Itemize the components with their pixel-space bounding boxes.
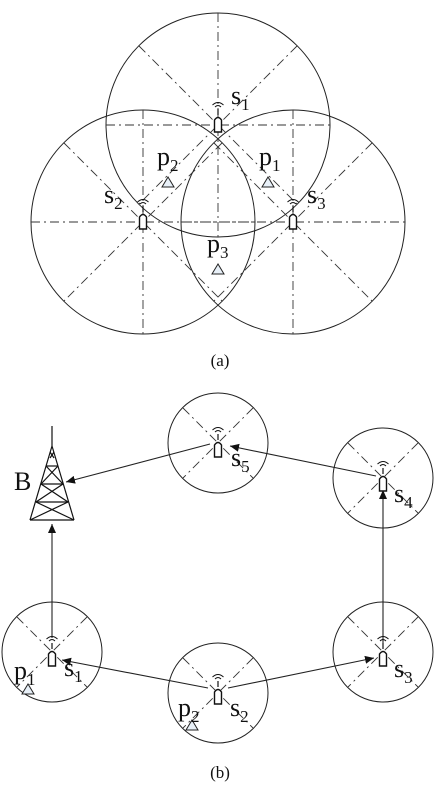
sector-lines-s1 xyxy=(16,616,88,688)
label-s1: s1 xyxy=(231,81,250,114)
sector-lines-s4 xyxy=(347,442,419,514)
sector-lines-s2 xyxy=(182,657,254,729)
caption-a: (a) xyxy=(211,351,230,370)
label-s5: s5 xyxy=(231,443,250,476)
link-s4-to-s5 xyxy=(229,443,377,477)
sector-lines-s5 xyxy=(182,407,254,479)
label-base-station: B xyxy=(14,467,31,496)
label-p1: p1 xyxy=(14,656,36,689)
label-s4: s4 xyxy=(394,479,413,512)
sensor-antenna-icon xyxy=(211,426,225,458)
target-point-triangle xyxy=(161,176,175,188)
label-p1: p1 xyxy=(259,142,281,175)
target-point-triangle xyxy=(261,176,275,188)
label-p3: p3 xyxy=(207,229,229,262)
label-s2: s2 xyxy=(230,693,249,726)
figure-a: s1 s2 s3 p1 p2 p3 (a) xyxy=(30,12,406,370)
base-station-tower-icon xyxy=(29,426,75,521)
link-s5-to-b xyxy=(65,443,211,484)
label-s2: s2 xyxy=(104,180,123,213)
link-s2-to-s1 xyxy=(61,657,209,689)
link-s2-to-s3 xyxy=(227,655,375,689)
label-s1: s1 xyxy=(64,653,83,686)
sector-lines-s3 xyxy=(347,616,419,688)
label-s3: s3 xyxy=(307,180,326,213)
coverage-circle-s5 xyxy=(167,392,269,494)
sensor-antenna-icon xyxy=(376,460,390,492)
sensor-antenna-icon xyxy=(45,635,59,667)
figure-b: B s5 s4 s1 s2 s3 p1 p2 (b) xyxy=(1,392,434,782)
caption-b: (b) xyxy=(210,763,230,782)
coverage-circle-s2 xyxy=(167,642,269,744)
target-point-triangle xyxy=(211,263,225,275)
target-point-triangle xyxy=(185,719,199,731)
label-p2: p2 xyxy=(178,693,200,726)
label-p2: p2 xyxy=(157,142,179,175)
target-point-triangle xyxy=(21,683,35,695)
label-s3: s3 xyxy=(394,654,413,687)
sensor-antenna-icon xyxy=(211,101,225,133)
